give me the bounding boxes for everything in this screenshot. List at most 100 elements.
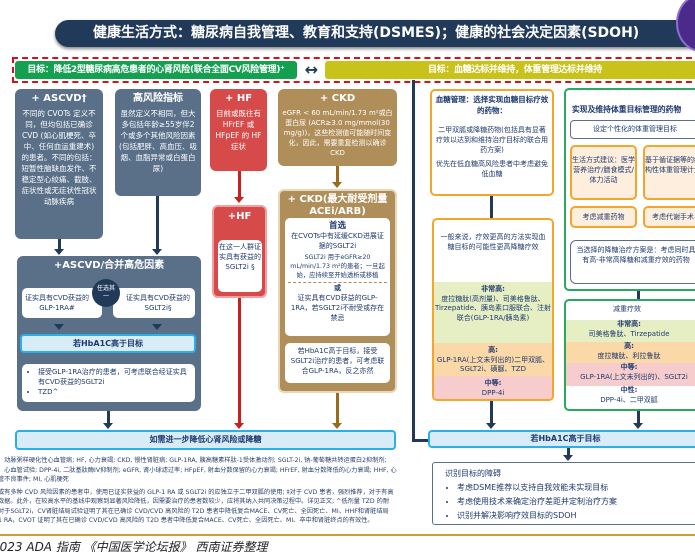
weight-intermediate-band: 中等: GLP-1RA(上文未列出的)、SGLT2i	[566, 363, 695, 386]
neutral-label: 中性:	[620, 386, 638, 394]
ascvd-bullets: 接受GLP-1RA治疗的患者，可考虑联合经证实具有CVD获益的SGLT2i TZ…	[22, 364, 195, 402]
glucose-metformin: 二甲双胍或降糖药物(包括具有显著疗效以达到和维持治疗目标的联合用药方案)	[436, 126, 548, 154]
choose-either-badge: 任选其一	[92, 279, 120, 307]
glucose-title: 血糖管理：选择实现血糖目标疗效的药物：	[435, 95, 549, 115]
barrier-item: 识别并解决影响疗效目标的SDOH	[457, 509, 689, 523]
intermediate-drugs: GLP-1RA(上文未列出的)、SGLT2i	[580, 372, 688, 381]
very-high-efficacy-band: 非常高: 度拉糖肽(高剂量)、司美格鲁肽、Tirzepatide、胰岛素口服联合…	[434, 282, 552, 343]
footnote-line: 或有多种 CVD 风险因素的患者中，使用已证实获益的 GLP-1 RA 或 SG…	[0, 488, 394, 496]
weight-neutral-band: 中性: DPP-4i、二甲双胍	[566, 386, 695, 408]
ckd-treatment-title: + CKD(最大耐受剂量ACEi/ARB)	[287, 194, 388, 217]
neutral-drugs: DPP-4i、二甲双胍	[600, 395, 658, 404]
very-high-drugs: 司美格鲁肽、Tirzepatide	[588, 329, 670, 338]
sglt2i-egfr-note: SGLT2i 用于eGFR≥20 mL/min/1.73 m²的患者；一旦起始，…	[290, 254, 385, 279]
arrow-down-icon	[563, 455, 573, 461]
goal-glycemic-weight: 目标：血糖达标并维持，体重管理达标并维持	[325, 61, 695, 79]
glucose-hypoglycemia: 优先在低血糖高风险患者中考虑避免低血糖	[436, 160, 548, 178]
arrow-line	[58, 239, 61, 251]
preferred-label: 首选	[328, 221, 346, 231]
arrow-down-icon	[486, 423, 496, 429]
connector-line	[637, 291, 640, 301]
footnotes: ，动脉粥样硬化性心血管病; HF, 心力衰竭; CKD, 慢性肾脏病; GLP-…	[0, 456, 423, 526]
arrow-down-icon	[103, 423, 113, 429]
arrow-line	[336, 166, 339, 184]
footnote-line: 1 RA，CVOT 证明了其在已确诊 CVD/CVD 高风险的 T2D 患者中降…	[0, 517, 374, 524]
hf-treatment-title: +HF	[227, 211, 252, 222]
arrow-down-icon	[152, 324, 162, 330]
arrow-down-icon	[152, 249, 162, 255]
ckd-hba1c-note: 若HbA1C高于目标，接受SGLT2i治疗的患者，可考虑联合GLP-1RA，反之…	[285, 343, 390, 383]
high-drugs: 度拉糖肽、利拉鲁肽	[597, 351, 661, 360]
glucose-efficacy-intro: 一般来说，疗效更高的方法实现血糖目标的可能性更高降糖疗效	[440, 233, 546, 251]
very-high-label: 非常高:	[617, 320, 641, 328]
sglt2i-option: 证实具有CVD获益的SGLT2i§	[113, 288, 195, 318]
ascvd-box: + ASCVD† 不同的 CVOTs 定义不同，但均包括已确诊 CVD (如心肌…	[15, 89, 103, 239]
structured-weight-program: 基于循证据等的结构性体重管理计划	[643, 145, 695, 200]
barriers-title: 识别目标的障碍	[445, 469, 501, 478]
ckd-box: + CKD eGFR < 60 mL/min/1.73 m²或白蛋白尿 (ACR…	[278, 89, 397, 166]
connector-line	[412, 80, 415, 442]
set-weight-goal: 设定个性化的体重管理目标	[570, 120, 695, 139]
intermediate-label: 中等:	[620, 363, 638, 371]
high-label: 高:	[624, 342, 634, 350]
ascvd-combo-title: +ASCVD/合并高危因素	[53, 260, 165, 271]
arrow-down-icon	[234, 197, 244, 203]
glp1ra-option: 证实具有CVD获益的GLP-1RA#	[22, 288, 102, 318]
barrier-item: 考虑DSME推荐以支持自我效能未实现目标	[457, 481, 689, 495]
bidirectional-arrow-icon: ↔	[304, 60, 319, 79]
high-drugs: GLP-1RA(上文未列出的)二甲双胍、SGLT2i、磺脲、TZD	[436, 355, 550, 374]
barriers-box: 识别目标的障碍 考虑DSME推荐以支持自我效能未实现目标 考虑使用技术来确定治疗…	[432, 462, 695, 525]
hba1c-above-target-left: 若HbA1C高于目标	[20, 334, 196, 353]
glucose-efficacy-box: 一般来说，疗效更高的方法实现血糖目标的可能性更高降糖疗效 非常高: 度拉糖肽(高…	[432, 218, 554, 401]
hf-box: + HF 目前或既往有 HFrEF 或 HFpEF 的 HF 症状	[210, 89, 267, 171]
source-note: 2023 ADA 指南 《中国医学论坛报》 西南证券整理	[0, 540, 268, 554]
arrow-line	[490, 401, 493, 425]
arrow-down-icon	[332, 423, 342, 429]
weight-very-high-band: 非常高: 司美格鲁肽、Tirzepatide	[566, 320, 695, 342]
high-risk-box: 高风险指标 虽然定义不相同，但大多包括年龄≥55岁伴2个或多个其他风险因素(包括…	[115, 89, 201, 196]
hf-desc: 目前或既往有 HFrEF 或 HFpEF 的 HF 症状	[215, 109, 262, 151]
footnote-line: 数据。此外，在较高水平的基线中观察到显著风险降低，因需要治疗的患者数较少，应将其…	[0, 498, 390, 505]
footnote-line: ，动脉粥样硬化性心血管病; HF, 心力衰竭; CKD, 慢性肾脏病; GLP-…	[0, 457, 387, 464]
metabolic-surgery: 考虑代谢手术	[643, 206, 695, 228]
footnote-line: ，心血管试验; DPP-4i, 二肽基肽酶IV抑制剂; eGFR, 肾小球滤过率…	[0, 466, 397, 474]
arrow-line	[238, 171, 241, 199]
arrow-line	[637, 411, 640, 425]
arrow-down-icon	[54, 324, 64, 330]
preferred-sglt2i: 在CVOTs中有延缓CKD进展证据的SGLT2i	[291, 232, 384, 250]
lifestyle-banner: 健康生活方式：糖尿病自我管理、教育和支持(DSMES)；健康的社会决定因素(SD…	[55, 20, 695, 47]
arrow-down-icon	[54, 249, 64, 255]
lifestyle-advice: 生活方式建议：医学营养治疗/膳食模式/体力活动	[570, 145, 637, 200]
glucose-weight-choice: 当选择的降糖治疗方案是：考虑同时具有高-非常高降糖和减重疗效的药物	[570, 240, 695, 284]
weight-loss-drugs: 考虑减重药物	[570, 206, 637, 228]
very-high-drugs: 度拉糖肽(高剂量)、司美格鲁肽、Tirzepatide、胰岛素口服联合、注射联合…	[434, 294, 552, 322]
glucose-management-box: 血糖管理：选择实现血糖目标疗效的药物： 二甲双胍或降糖药物(包括具有显著疗效以达…	[430, 89, 554, 196]
arrow-line	[567, 448, 570, 456]
ckd-preferred-box: 首选 在CVOTs中有延缓CKD进展证据的SGLT2i SGLT2i 用于eGF…	[285, 218, 390, 336]
ckd-alternative: 证实具有CVD获益的GLP-1RA，若SGLT2i不耐受或存在禁忌	[290, 294, 385, 322]
connector-line	[412, 439, 430, 442]
weight-efficacy-title: 减重疗效	[613, 305, 641, 313]
arrow-line	[107, 411, 110, 425]
high-label: 高:	[488, 346, 498, 354]
very-high-label: 非常高:	[481, 285, 505, 293]
arrow-line	[238, 298, 241, 426]
hf-title: + HF	[224, 93, 253, 104]
weight-efficacy-box: 减重疗效 非常高: 司美格鲁肽、Tirzepatide 高: 度拉糖肽、利拉鲁肽…	[564, 299, 695, 411]
connector-line	[490, 196, 493, 219]
intermediate-label: 中等:	[484, 379, 502, 387]
footnote-line: 对于SGLT2i，CV肾脏结局试验证明了其在已确诊 CVD/CVD 高风险的 T…	[0, 507, 389, 515]
weight-title: 实现及维持体重目标管理的药物	[572, 105, 682, 114]
ckd-desc: eGFR < 60 mL/min/1.73 m²或白蛋白尿 (ACR≥3.0 m…	[282, 109, 393, 157]
goals-dashed-frame	[12, 57, 695, 83]
ckd-title: + CKD	[319, 93, 356, 104]
bullet-item: TZD^	[38, 387, 191, 397]
high-risk-desc: 虽然定义不相同，但大多包括年龄≥55岁伴2个或多个其他风险因素(包括肥胖、高血压…	[119, 109, 197, 173]
or-label: 或	[331, 283, 344, 293]
arrow-down-icon	[633, 423, 643, 429]
hf-sglt2i-recommendation: 在这一人群证实具有获益的SGLT2i §	[218, 240, 262, 292]
divider	[0, 534, 695, 536]
intermediate-efficacy-band: 中等: DPP-4i	[434, 376, 552, 399]
bullet-item: 接受GLP-1RA治疗的患者，可考虑联合经证实具有CVD获益的SGLT2i	[38, 367, 191, 387]
arrow-down-icon	[234, 423, 244, 429]
